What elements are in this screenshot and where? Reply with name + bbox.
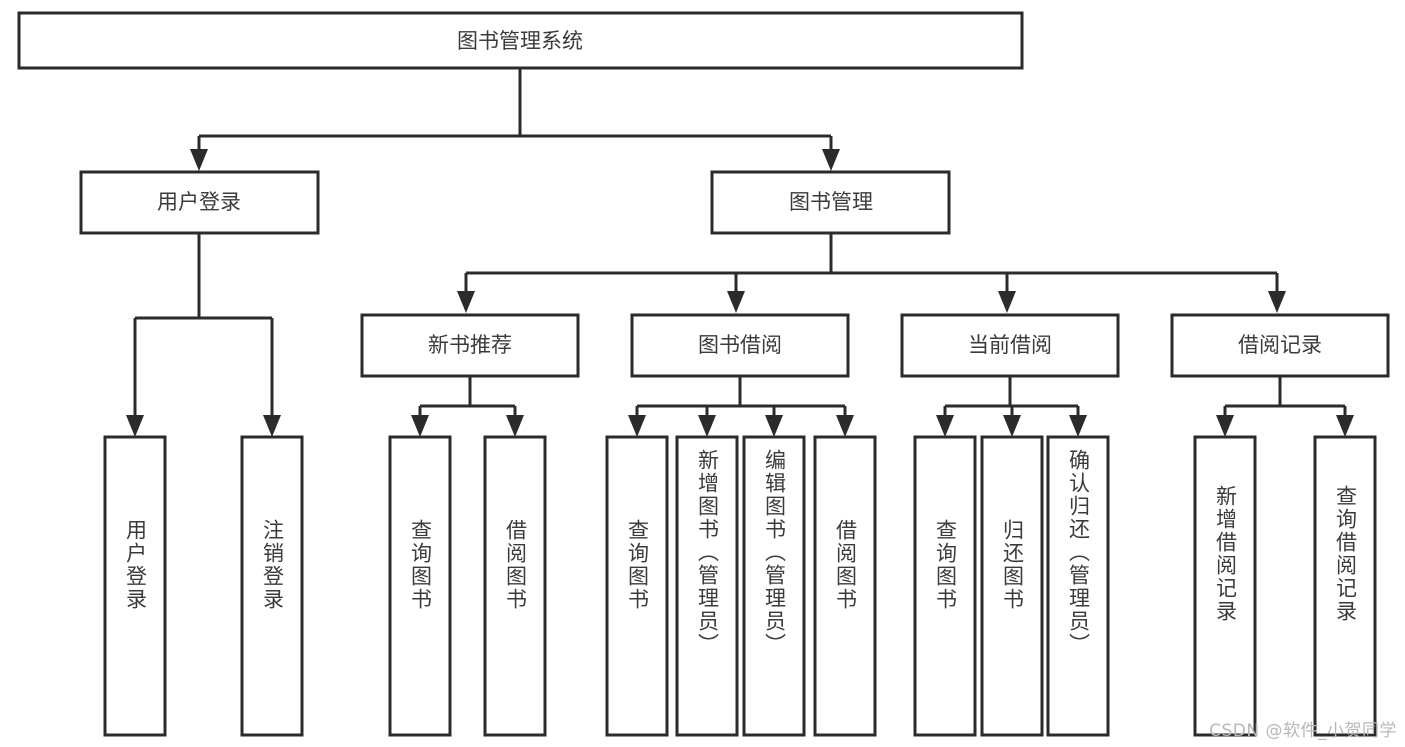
arrow-to-leaf-edit-book (765, 415, 783, 437)
arrow-to-user-login (190, 149, 208, 171)
connector-book-borrow-to-leaves (635, 376, 847, 418)
node-leaf-user-logout[interactable] (240, 435, 304, 737)
arrow-to-book-manage (822, 149, 840, 171)
arrow-to-new-book-recommend (457, 291, 475, 313)
node-leaf-add-book[interactable] (675, 435, 739, 737)
watermark: CSDN @软件_小贺同学 (1209, 721, 1397, 741)
node-leaf-query-record[interactable] (1313, 435, 1377, 737)
arrow-to-leaf-query-book-2 (628, 415, 646, 437)
node-borrow-record[interactable]: 借阅记录 (1170, 313, 1390, 378)
node-book-manage[interactable]: 图书管理 (710, 170, 951, 235)
connector-borrow-record-to-leaves (1223, 376, 1347, 418)
node-book-manage-label: 图书管理 (789, 190, 873, 214)
node-leaf-query-book-2[interactable] (605, 435, 669, 737)
node-leaf-user-login[interactable] (103, 435, 167, 737)
node-user-login-label: 用户登录 (157, 190, 241, 214)
node-user-login[interactable]: 用户登录 (79, 170, 320, 235)
node-leaf-add-record[interactable] (1193, 435, 1257, 737)
arrow-to-leaf-return-book (1003, 415, 1021, 437)
arrow-to-leaf-borrow-book-1 (506, 415, 524, 437)
node-book-borrow-label: 图书借阅 (698, 333, 782, 357)
node-root-label: 图书管理系统 (457, 29, 583, 53)
node-book-borrow[interactable]: 图书借阅 (630, 313, 850, 378)
arrow-to-leaf-query-book-1 (411, 415, 429, 437)
connector-user-login-to-leaves (133, 233, 274, 418)
connector-new-book-recommend-to-leaves (418, 376, 517, 418)
arrow-to-current-borrow (998, 291, 1016, 313)
arrow-to-leaf-confirm-return (1069, 415, 1087, 437)
arrow-to-leaf-borrow-book-2 (836, 415, 854, 437)
connector-root-to-level2 (197, 68, 833, 152)
node-root[interactable]: 图书管理系统 (17, 11, 1024, 70)
node-leaf-edit-book[interactable] (742, 435, 806, 737)
arrow-to-book-borrow (727, 291, 745, 313)
node-current-borrow[interactable]: 当前借阅 (900, 313, 1120, 378)
arrow-to-leaf-user-login (126, 415, 144, 437)
connector-current-borrow-to-leaves (943, 376, 1080, 418)
arrow-to-leaf-query-record (1336, 415, 1354, 437)
node-new-book-recommend-label: 新书推荐 (428, 333, 512, 357)
arrow-to-leaf-query-book-3 (936, 415, 954, 437)
node-leaf-borrow-book-1[interactable] (483, 435, 547, 737)
arrow-to-leaf-add-record (1216, 415, 1234, 437)
node-borrow-record-label: 借阅记录 (1238, 333, 1322, 357)
arrow-to-borrow-record (1268, 291, 1286, 313)
node-leaf-query-book-1[interactable] (388, 435, 452, 737)
node-leaf-return-book[interactable] (980, 435, 1044, 737)
node-leaf-borrow-book-2[interactable] (813, 435, 877, 737)
arrow-to-leaf-add-book (698, 415, 716, 437)
node-leaf-query-book-3[interactable] (913, 435, 977, 737)
node-leaf-confirm-return[interactable] (1046, 435, 1110, 737)
arrow-to-leaf-user-logout (263, 415, 281, 437)
node-new-book-recommend[interactable]: 新书推荐 (360, 313, 580, 378)
node-current-borrow-label: 当前借阅 (968, 333, 1052, 357)
connector-book-manage-to-level3 (464, 233, 1279, 294)
